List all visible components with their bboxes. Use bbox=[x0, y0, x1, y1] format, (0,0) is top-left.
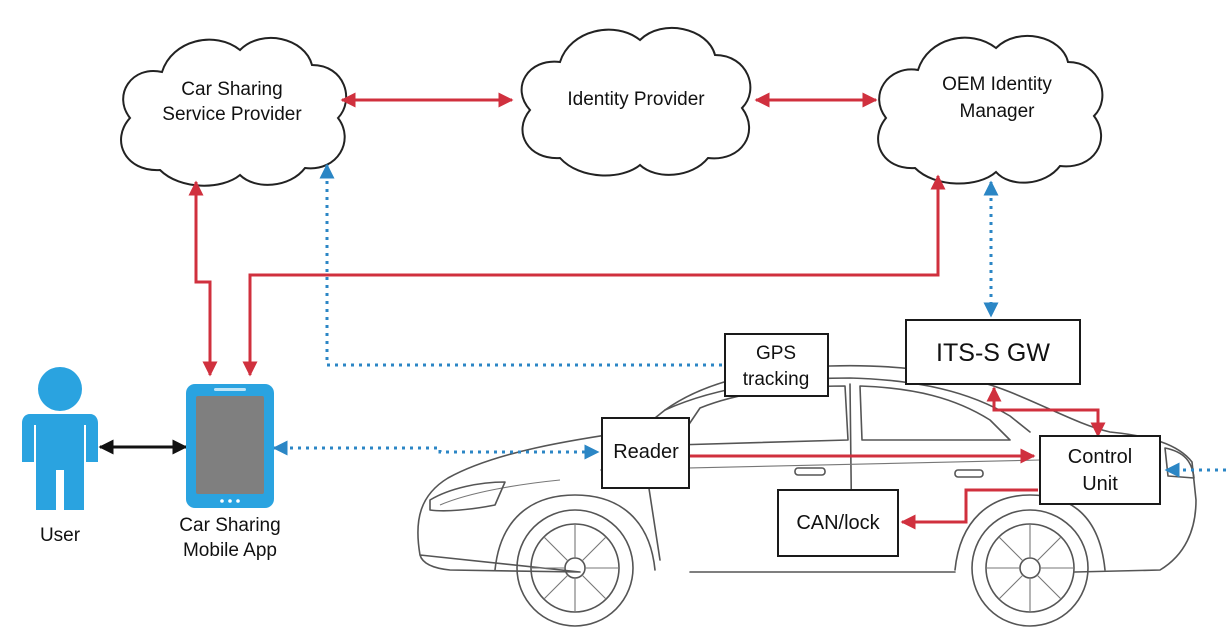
user-label: User bbox=[40, 525, 81, 546]
cloud-car-sharing-service-provider: Car Sharing Service Provider bbox=[120, 36, 348, 187]
control-unit-label-line1: Control bbox=[1068, 446, 1132, 468]
oem-identity-manager-label-line2: Manager bbox=[960, 101, 1036, 122]
gps-tracking-label-line2: tracking bbox=[743, 369, 810, 390]
link-app-reader bbox=[272, 440, 600, 460]
rear-wheel bbox=[971, 509, 1089, 627]
control-unit-label-line2: Unit bbox=[1082, 473, 1118, 495]
cloud-oem-identity-manager: OEM Identity Manager bbox=[877, 34, 1104, 185]
gps-tracking-box: GPS tracking bbox=[724, 333, 829, 397]
its-s-gw-label: ITS-S GW bbox=[936, 339, 1050, 367]
car-sharing-provider-label-line1: Car Sharing bbox=[181, 79, 282, 100]
link-control-canlock bbox=[900, 488, 1038, 530]
mobile-app-label-line2: Mobile App bbox=[183, 540, 277, 561]
can-lock-label: CAN/lock bbox=[796, 512, 880, 534]
smartphone-icon bbox=[186, 384, 274, 508]
car-outline bbox=[417, 364, 1197, 627]
link-gw-control bbox=[986, 386, 1106, 438]
cloud-identity-provider: Identity Provider bbox=[520, 26, 752, 177]
oem-identity-manager-label-line1: OEM Identity bbox=[942, 74, 1052, 95]
can-lock-box: CAN/lock bbox=[777, 489, 899, 557]
car-sharing-provider-label-line2: Service Provider bbox=[162, 104, 302, 125]
front-wheel bbox=[516, 509, 634, 627]
reader-label: Reader bbox=[613, 441, 679, 463]
reader-box: Reader bbox=[601, 417, 690, 489]
link-gps-provider bbox=[319, 163, 722, 367]
control-unit-box: Control Unit bbox=[1039, 435, 1161, 505]
connectors bbox=[98, 92, 1226, 530]
its-s-gw-box: ITS-S GW bbox=[905, 319, 1081, 385]
mobile-app-label-line1: Car Sharing bbox=[179, 515, 280, 536]
link-oem-app bbox=[242, 174, 946, 377]
link-provider-app bbox=[188, 180, 218, 377]
person-icon bbox=[22, 367, 98, 510]
gps-tracking-label-line1: GPS bbox=[756, 343, 796, 364]
identity-provider-label: Identity Provider bbox=[567, 89, 705, 110]
